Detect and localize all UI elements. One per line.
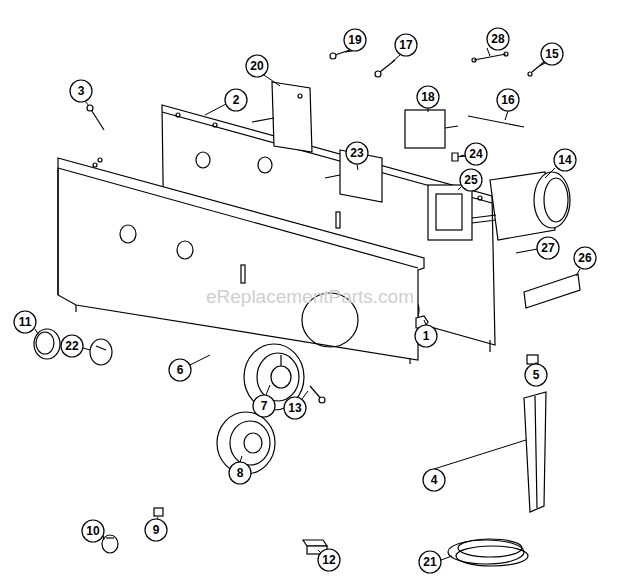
callout-number: 3 xyxy=(78,85,85,97)
callout-number: 1 xyxy=(423,330,430,342)
watermark: eReplacementParts.com xyxy=(206,287,414,306)
callout-number: 6 xyxy=(177,364,184,376)
callout-number: 17 xyxy=(399,39,412,51)
callout-number: 18 xyxy=(421,91,434,103)
callout-number: 5 xyxy=(533,369,540,381)
callout-number: 8 xyxy=(237,467,244,479)
callout-number: 22 xyxy=(65,340,78,352)
callout-number: 20 xyxy=(250,60,263,72)
callout-number: 28 xyxy=(491,33,504,45)
callout-number: 10 xyxy=(86,525,99,537)
callout-number: 15 xyxy=(545,48,558,60)
callout-number: 24 xyxy=(469,148,482,160)
callout-number: 2 xyxy=(233,94,240,106)
callout-number: 11 xyxy=(19,316,32,328)
callout-number: 9 xyxy=(153,524,160,536)
callout-number: 12 xyxy=(322,554,335,566)
callout-number: 4 xyxy=(431,474,438,486)
callout-number: 13 xyxy=(288,402,301,414)
callout-number: 25 xyxy=(464,174,477,186)
callout-number: 26 xyxy=(578,252,591,264)
callout-number: 19 xyxy=(348,34,361,46)
callout-number: 27 xyxy=(541,242,554,254)
callout-number: 23 xyxy=(350,147,363,159)
callout-number: 14 xyxy=(558,154,571,166)
callout-number: 21 xyxy=(423,556,436,568)
callout-number: 16 xyxy=(501,94,514,106)
callout-number: 7 xyxy=(261,400,268,412)
